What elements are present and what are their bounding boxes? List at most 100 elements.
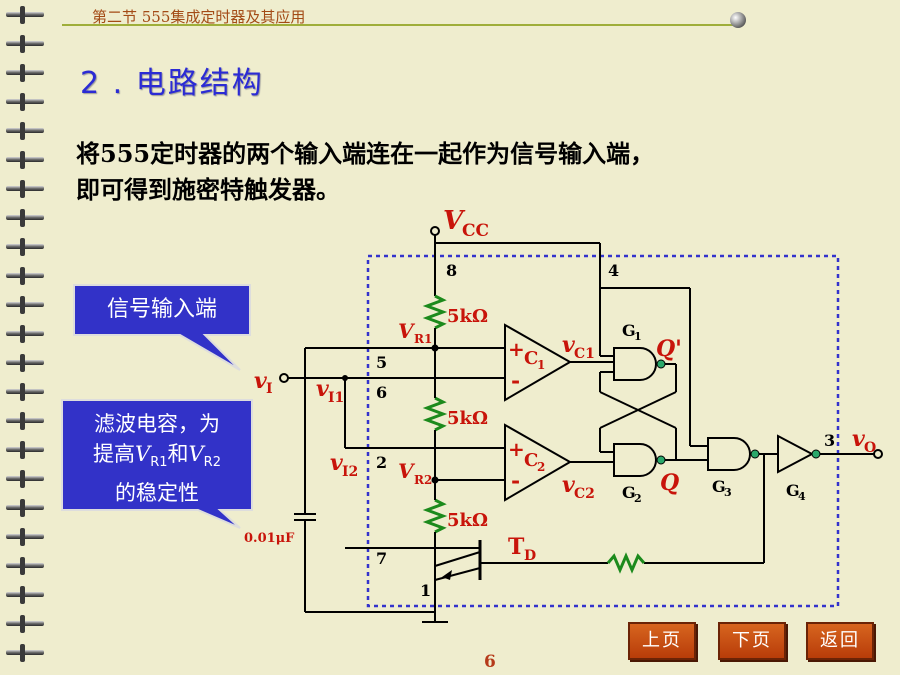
vi2-sub: I2: [342, 464, 358, 480]
vc1-label: v: [562, 332, 575, 358]
c2-label: C: [524, 450, 538, 471]
pin5-label: 5: [376, 353, 387, 372]
prev-page-button[interactable]: 上页: [628, 622, 696, 660]
binding-hole: [20, 412, 25, 430]
g1-sub: 1: [634, 330, 642, 343]
vcc-sub: CC: [462, 221, 489, 241]
pin1-label: 1: [420, 581, 431, 600]
c2-plus: +: [508, 437, 525, 461]
td-sub: D: [524, 548, 536, 564]
vi2-label: v: [330, 450, 343, 476]
section-title: 2 . 电路结构: [80, 66, 264, 101]
binding-hole: [20, 528, 25, 546]
callout-bubble-cap: [61, 399, 253, 529]
td-label: T: [508, 534, 525, 560]
vi1-label: v: [316, 376, 329, 402]
pin7-label: 7: [376, 549, 387, 568]
vi-label: v: [254, 368, 267, 394]
callout-bubble-signal: [73, 284, 251, 371]
pin3-label: 3: [824, 431, 835, 450]
binding-hole: [20, 151, 25, 169]
callout-cap-line1: 滤波电容，为: [94, 412, 220, 436]
header-title: 第二节 555集成定时器及其应用: [92, 8, 306, 26]
vr1-sub: R1: [414, 332, 432, 346]
binding-hole: [20, 325, 25, 343]
vc1-sub: C1: [574, 346, 595, 362]
binding-hole: [20, 296, 25, 314]
binding-hole: [20, 122, 25, 140]
inverter-g4: [777, 434, 815, 474]
base-resistor: [606, 552, 646, 574]
capacitor-value: 0.01μF: [244, 531, 295, 546]
comparator-c1: [504, 323, 573, 402]
c1-plus: +: [508, 337, 525, 361]
resistor-r2-label: 5kΩ: [447, 408, 488, 429]
vc2-label: v: [562, 472, 575, 498]
pin4-label: 4: [608, 261, 619, 280]
c1-minus: -: [511, 368, 520, 394]
binding-hole: [20, 441, 25, 459]
resistor-r1-label: 5kΩ: [447, 306, 488, 327]
callout-signal-input: 信号输入端: [106, 297, 217, 322]
c1-label: C: [524, 348, 538, 369]
q-label: Q: [660, 470, 679, 496]
vcc-label: V: [443, 206, 466, 236]
vo-label: v: [852, 426, 865, 452]
callout-cap-line3: 的稳定性: [115, 481, 199, 506]
g4-sub: 4: [798, 490, 806, 503]
vi-sub: I: [266, 381, 273, 397]
binding-hole: [20, 557, 25, 575]
resistor-r3-label: 5kΩ: [447, 510, 488, 531]
pin6-label: 6: [376, 383, 387, 402]
binding-hole: [20, 6, 25, 24]
vr2-sub: R2: [414, 473, 432, 487]
binding-hole: [20, 354, 25, 372]
nand-gate-g1: [613, 347, 657, 381]
vr2-label: V: [398, 459, 416, 483]
vi1-sub: I1: [328, 390, 344, 406]
binding-hole: [20, 238, 25, 256]
g2-label: G: [622, 483, 636, 502]
page-number: 6: [484, 652, 496, 672]
binding-hole: [20, 644, 25, 662]
binding-hole: [20, 180, 25, 198]
c2-minus: -: [511, 468, 520, 494]
g1-label: G: [622, 321, 636, 340]
vc2-sub: C2: [574, 486, 595, 502]
nand-gate-g3: [707, 437, 751, 471]
binding-hole: [20, 35, 25, 53]
binding-hole: [20, 93, 25, 111]
vr1-label: V: [398, 319, 416, 343]
binding-hole: [20, 615, 25, 633]
q-prime-label: Q': [656, 336, 682, 362]
comparator-c2: [504, 423, 573, 502]
vo-sub: O: [864, 440, 876, 456]
binding-hole: [20, 586, 25, 604]
callout-filter-capacitor: 滤波电容，为 提高VR1和VR2 的稳定性: [62, 400, 252, 510]
binding-hole: [20, 470, 25, 488]
pin2-label: 2: [376, 453, 387, 472]
c1-sub: 1: [537, 358, 545, 372]
ornament-ball-icon: [730, 12, 746, 28]
back-button[interactable]: 返回: [806, 622, 874, 660]
binding-hole: [20, 499, 25, 517]
g2-sub: 2: [634, 492, 642, 505]
pin8-label: 8: [446, 261, 457, 280]
binding-hole: [20, 383, 25, 401]
c2-sub: 2: [537, 460, 545, 474]
next-page-button[interactable]: 下页: [718, 622, 786, 660]
callout-cap-line2: 提高VR1和VR2: [93, 442, 221, 471]
header-divider: [62, 24, 742, 26]
g3-sub: 3: [724, 486, 732, 499]
binding-hole: [20, 209, 25, 227]
resistor-divider: [422, 294, 448, 534]
spiral-binding-icon: [6, 6, 44, 662]
body-line-1: 将555定时器的两个输入端连在一起作为信号输入端，: [76, 139, 655, 168]
chip-boundary: [366, 254, 840, 608]
binding-hole: [20, 64, 25, 82]
body-line-2: 即可得到施密特触发器。: [76, 175, 340, 204]
g3-label: G: [712, 477, 726, 496]
nand-gate-g2: [613, 443, 657, 477]
